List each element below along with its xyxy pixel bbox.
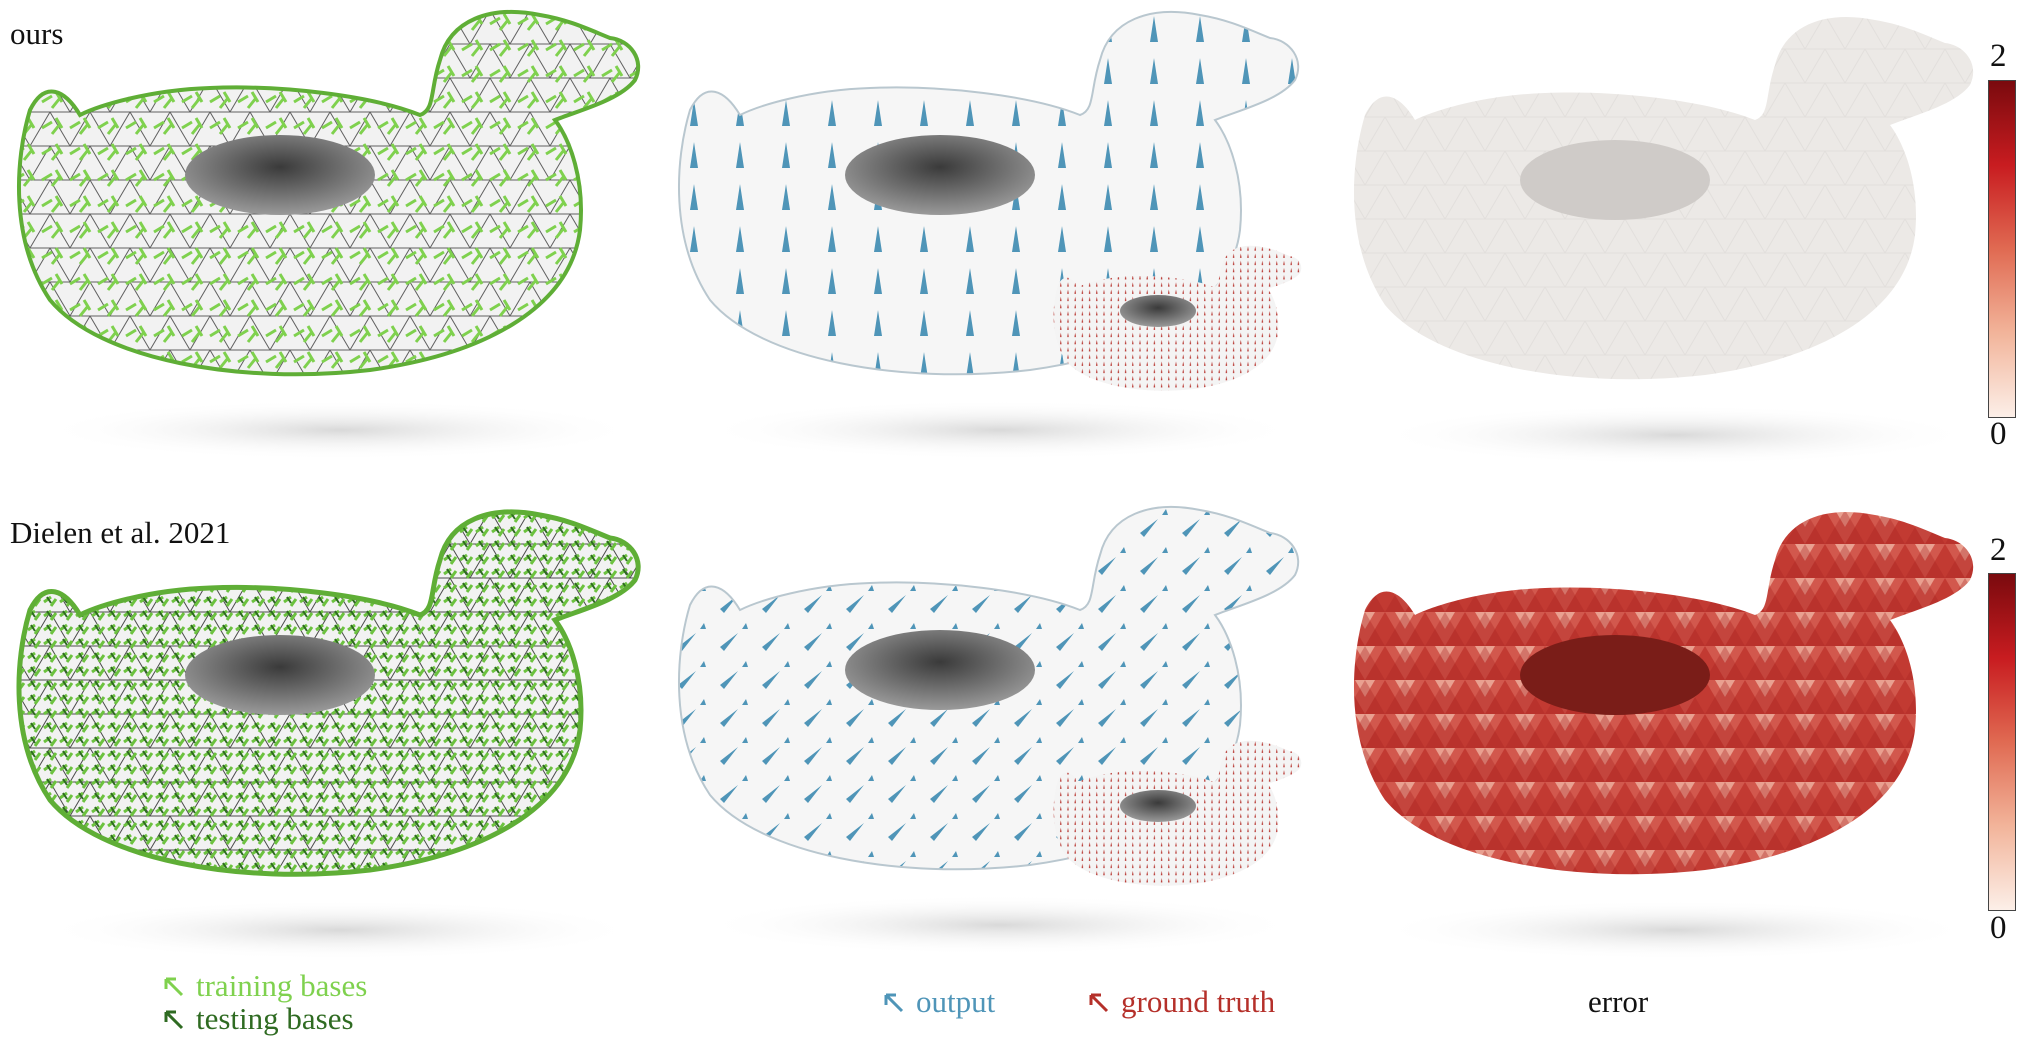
legend-testing-label: testing bases: [196, 1001, 354, 1036]
output-arrow-icon: [884, 993, 904, 1013]
bottom-output-render: [670, 505, 1320, 955]
top-error-render: [1345, 15, 1985, 465]
legend-output: output: [880, 984, 995, 1020]
colorbar-bottom: [1988, 573, 2016, 911]
top-mesh-bases-render: [10, 10, 650, 460]
colorbar-top-min-label: 0: [1990, 416, 2007, 452]
legend-output-label: output: [916, 984, 996, 1019]
legend-training-label: training bases: [196, 968, 368, 1003]
legend-error: error: [1588, 984, 1648, 1020]
training-arrow-icon: [164, 977, 184, 997]
legend-testing-bases: testing bases: [160, 1001, 354, 1037]
bottom-error-render: [1345, 510, 1985, 960]
ground-truth-arrow-icon: [1089, 993, 1109, 1013]
bottom-mesh-bases-render: [10, 510, 650, 960]
colorbar-bottom-min-label: 0: [1990, 910, 2007, 946]
colorbar-bottom-max-label: 2: [1990, 532, 2007, 568]
row-label-top: ours: [10, 16, 64, 51]
legend-ground-truth: ground truth: [1085, 984, 1275, 1020]
legend-training-bases: training bases: [160, 968, 367, 1004]
row-label-bottom: Dielen et al. 2021: [10, 515, 231, 550]
legend-ground-truth-label: ground truth: [1121, 984, 1276, 1019]
colorbar-top-max-label: 2: [1990, 38, 2007, 74]
legend-error-label: error: [1588, 984, 1649, 1019]
top-output-render: [670, 10, 1320, 460]
colorbar-top: [1988, 80, 2016, 418]
testing-arrow-icon: [164, 1010, 184, 1030]
